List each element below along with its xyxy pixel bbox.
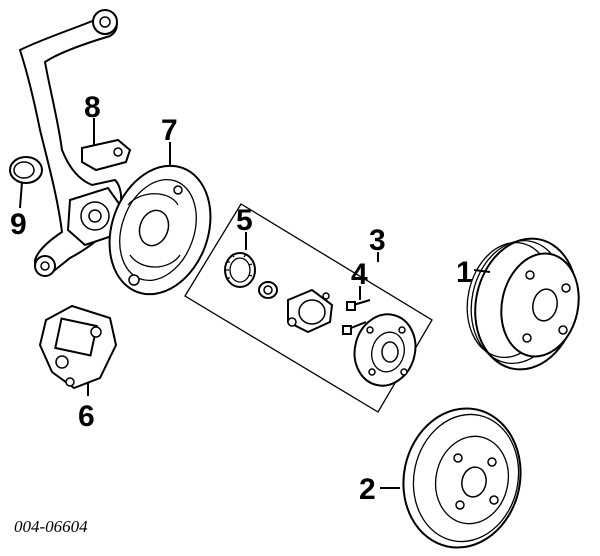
callout-4: 4 (351, 258, 368, 291)
callout-8: 8 (84, 91, 101, 124)
callout-7: 7 (161, 114, 178, 147)
hub-flange (353, 313, 417, 387)
steering-knuckle (18, 9, 123, 277)
spacer-nut (258, 281, 278, 299)
tone-ring (224, 252, 256, 288)
callout-6: 6 (78, 400, 95, 433)
brake-rotor (402, 407, 522, 549)
callout-1: 1 (456, 256, 473, 289)
callout-5: 5 (236, 204, 253, 237)
wheel-bearing (287, 288, 334, 334)
callout-9: 9 (10, 208, 27, 241)
seal-ring (9, 156, 43, 184)
brake-caliper (38, 304, 118, 390)
drawing-code: 004-06604 (14, 517, 88, 536)
wheel-studs (342, 299, 371, 335)
backing-plate (108, 164, 212, 296)
callout-3: 3 (369, 224, 386, 257)
callout-2: 2 (359, 473, 376, 506)
hub-assembly-group-box (184, 203, 433, 413)
brake-drum (466, 237, 580, 371)
leader-lines (19, 118, 491, 489)
abs-sensor-bracket (81, 138, 132, 172)
